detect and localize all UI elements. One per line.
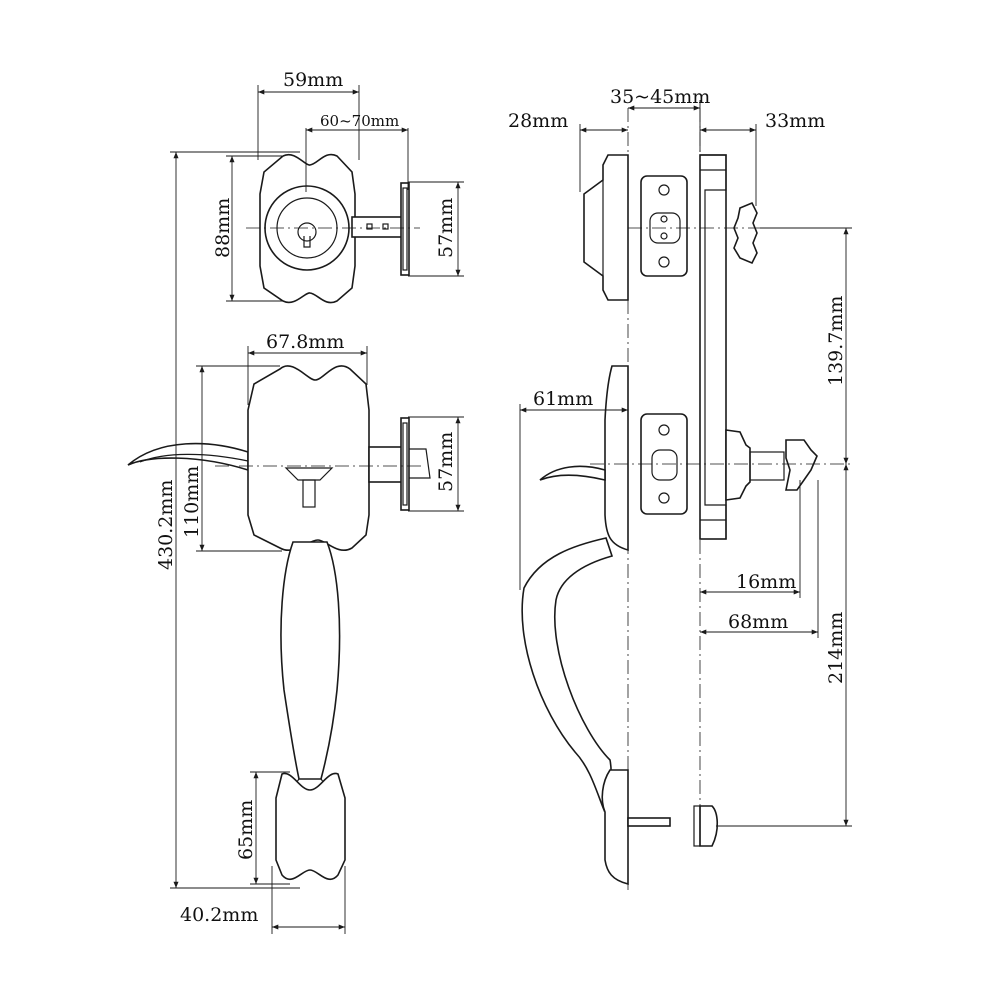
handle-spindle bbox=[368, 446, 405, 483]
label-handle-projection: 61mm bbox=[533, 388, 593, 410]
deadbolt-latch-plate-side bbox=[640, 175, 688, 277]
deadbolt-spindle-slot-b bbox=[382, 223, 389, 230]
label-backset-range: 60~70mm bbox=[320, 112, 399, 130]
label-deadbolt-plate-height: 88mm bbox=[212, 198, 234, 258]
label-handle-latch-face: 57mm bbox=[435, 432, 457, 492]
label-handle-plate-height: 110mm bbox=[181, 466, 203, 538]
interior-knob bbox=[725, 429, 751, 501]
label-lower-spacing: 214mm bbox=[825, 612, 847, 684]
keyway-core bbox=[297, 222, 317, 242]
lever-handle-inner-line bbox=[139, 453, 249, 463]
front-dimension-lines bbox=[170, 85, 464, 934]
label-deadbolt-plate-width: 59mm bbox=[283, 69, 343, 91]
label-bottom-plate-height: 65mm bbox=[235, 800, 257, 860]
deadbolt-spindle bbox=[351, 216, 405, 238]
exterior-handle-rose bbox=[604, 365, 629, 552]
handle-escutcheon bbox=[247, 365, 370, 551]
label-inner-rose-depth: 16mm bbox=[736, 571, 796, 593]
bottom-rose-side bbox=[601, 769, 629, 886]
label-door-thickness: 35~45mm bbox=[610, 86, 710, 108]
deadbolt-thumbturn bbox=[733, 201, 758, 265]
bottom-escutcheon bbox=[275, 772, 346, 881]
interior-thumbturn bbox=[785, 439, 818, 491]
deadbolt-spindle-slot-a bbox=[366, 223, 373, 230]
deadbolt-latch-faceplate bbox=[400, 182, 410, 276]
grip-handle bbox=[280, 541, 341, 780]
deadbolt-latch-face-inner bbox=[402, 187, 408, 271]
label-exterior-rose-depth: 28mm bbox=[508, 110, 568, 132]
label-center-to-center: 139.7mm bbox=[825, 296, 847, 386]
interior-mounting-plate bbox=[699, 154, 727, 540]
label-deadbolt-latch-face: 57mm bbox=[435, 198, 457, 258]
handle-latch-bolt-side bbox=[651, 449, 678, 481]
side-dimension-lines bbox=[519, 100, 852, 827]
lever-handle bbox=[127, 442, 249, 472]
interior-bottom-bumper bbox=[699, 805, 719, 847]
exterior-deadbolt-rose bbox=[583, 154, 629, 301]
label-handle-plate-width: 67.8mm bbox=[266, 331, 344, 353]
label-overall-height: 430.2mm bbox=[155, 480, 177, 570]
front-handleset-assembly bbox=[127, 365, 431, 881]
thumb-piece-icon bbox=[284, 467, 334, 481]
label-thumbturn-projection: 33mm bbox=[765, 110, 825, 132]
exterior-lever-side bbox=[539, 465, 606, 482]
label-interior-projection: 68mm bbox=[728, 611, 788, 633]
side-view-assembly bbox=[521, 108, 818, 890]
label-bottom-plate-width: 40.2mm bbox=[180, 904, 258, 926]
thumb-piece-stem bbox=[302, 479, 316, 508]
handle-latch-faceplate bbox=[400, 417, 410, 511]
dimension-labels: 59mm 60~70mm 88mm 57mm 67.8mm 110mm 57mm… bbox=[155, 69, 847, 926]
front-deadbolt-assembly bbox=[259, 153, 410, 304]
keyway-slot-icon bbox=[303, 236, 311, 248]
exterior-grip-side bbox=[521, 537, 614, 813]
handle-latch-face-inner bbox=[402, 422, 408, 506]
bottom-spindle-side bbox=[627, 817, 671, 827]
